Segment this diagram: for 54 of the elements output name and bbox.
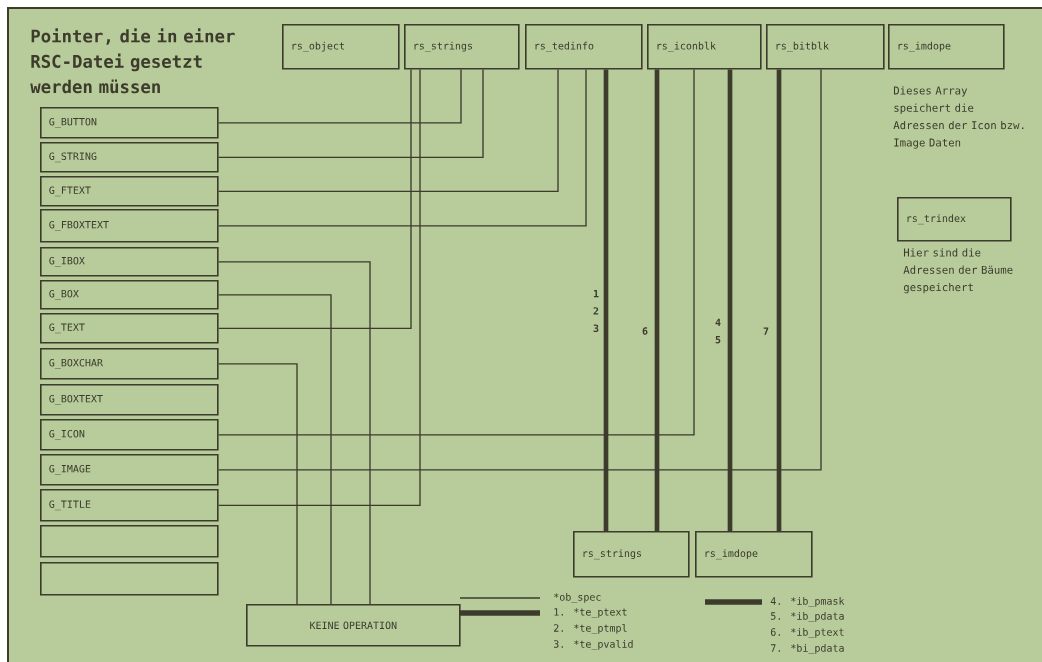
label-box: rs_strings	[404, 24, 520, 70]
legend-text: 4. *ib_pmask	[770, 597, 845, 607]
edge-label: 7	[763, 327, 769, 335]
label-box: G_STRING	[40, 142, 219, 173]
connector-line	[217, 68, 484, 158]
edge-label: 1 2 3	[593, 289, 599, 333]
legend-text: 2. *te_ptmpl	[554, 624, 627, 634]
edge-label: 4 5	[715, 318, 721, 344]
label-box: G_BOXTEXT	[40, 384, 219, 416]
label-box: G_FTEXT	[40, 176, 219, 207]
label-box: G_FBOXTEXT	[40, 209, 219, 243]
connector-line	[217, 68, 559, 192]
connector-line	[217, 68, 421, 506]
empty-box	[40, 525, 219, 558]
edge-label: 6	[642, 327, 648, 335]
legend-text: 6. *ib_ptext	[770, 628, 844, 638]
legend-text: 1. *te_ptext	[554, 608, 627, 618]
connector-line	[776, 69, 782, 531]
label-box: rs_imdope	[695, 531, 813, 578]
label-box: G_IMAGE	[40, 454, 219, 486]
connector-line	[603, 69, 609, 531]
label-box: rs_tedinfo	[525, 24, 643, 70]
connector-line	[217, 68, 587, 227]
legend-text: *ob_spec	[554, 593, 601, 603]
label-box: rs_bitblk	[766, 24, 885, 70]
connector-line	[727, 69, 733, 531]
label-box: rs_iconblk	[647, 24, 762, 70]
label-box: G_ICON	[40, 419, 219, 451]
legend-text: 7. *bi_pdata	[770, 644, 844, 654]
connector-line	[654, 69, 660, 531]
label-box: G_TEXT	[40, 313, 219, 344]
label-box: G_BOXCHAR	[40, 348, 219, 380]
note-text: Dieses Array speichert die Adressen der Icon bzw. Image Daten	[893, 86, 1024, 149]
connector-line	[217, 68, 695, 436]
empty-box	[40, 562, 219, 596]
connector-line	[217, 68, 412, 329]
label-box: rs_imdope	[888, 24, 1005, 70]
note-text: Hier sind die Adressen der Bäume gespeichert	[903, 248, 1013, 294]
label-box: G_BUTTON	[40, 107, 219, 139]
connector-line	[217, 363, 298, 605]
connector-line	[217, 68, 462, 124]
connector-line	[217, 294, 332, 605]
label-box: G_BOX	[40, 280, 219, 310]
connector-line	[217, 68, 822, 471]
label-box: rs_trindex	[897, 197, 1012, 242]
title: Pointer, die in einer RSC-Datei gesetzt werden müssen	[30, 28, 235, 94]
operation-box: KEINE OPERATION	[246, 604, 461, 647]
connector-line	[217, 261, 371, 605]
legend-text: 3. *te_pvalid	[553, 640, 633, 650]
legend-text: 5. *ib_pdata	[770, 612, 844, 622]
label-box: rs_object	[282, 24, 400, 70]
label-box: rs_strings	[573, 531, 690, 578]
label-box: G_TITLE	[40, 489, 219, 522]
label-box: G_IBOX	[40, 247, 219, 277]
